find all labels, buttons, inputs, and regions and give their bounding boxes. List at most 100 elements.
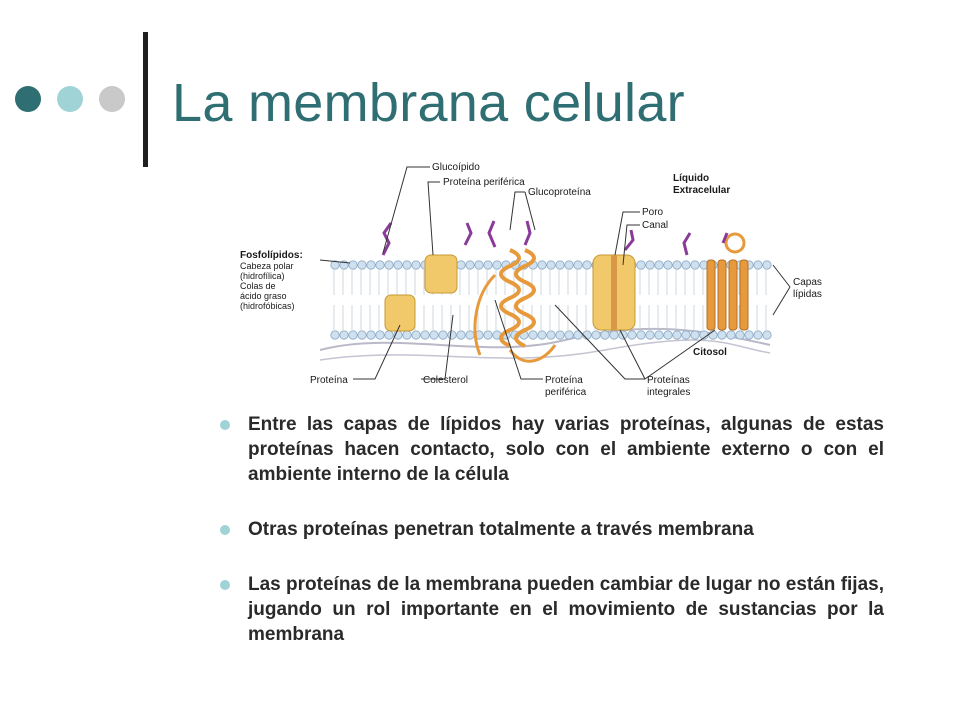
phospholipid-head (555, 330, 565, 340)
label-proteinas-integrales-2: integrales (647, 387, 690, 398)
phospholipid-head (528, 330, 538, 340)
phospholipid-head (537, 260, 547, 270)
phospholipid-head (672, 260, 682, 270)
phospholipid-head (402, 260, 412, 270)
phospholipid-head (564, 260, 574, 270)
protein-embedded-shape (384, 294, 416, 332)
label-glucolipido: Glucoípido (432, 162, 480, 173)
phospholipid-head (456, 330, 466, 340)
phospholipid-head (546, 260, 556, 270)
phospholipid-head (735, 330, 745, 340)
bullet-icon (220, 525, 230, 535)
label-extracelular: Extracelular (673, 185, 730, 196)
label-glucoproteina: Glucoproteína (528, 187, 591, 198)
phospholipid-head (744, 330, 754, 340)
label-fosfolipidos: Fosfolípidos: (240, 250, 303, 261)
phospholipid-head (636, 330, 646, 340)
phospholipid-head (690, 260, 700, 270)
phospholipid-head (357, 330, 367, 340)
phospholipid-head (573, 260, 583, 270)
phospholipid-head (330, 260, 340, 270)
label-proteinas-integrales-1: Proteínas (647, 375, 690, 386)
phospholipid-head (330, 330, 340, 340)
phospholipid-head (753, 260, 763, 270)
protein-peripheral-shape (424, 254, 458, 294)
phospholipid-head (411, 260, 421, 270)
bullet-item: Otras proteínas penetran totalmente a tr… (218, 517, 884, 542)
glycoprotein-coil (499, 248, 521, 348)
bullet-icon (220, 420, 230, 430)
phospholipid-head (357, 260, 367, 270)
slide-title: La membrana celular (172, 73, 685, 133)
phospholipid-head (555, 260, 565, 270)
phospholipid-head (564, 330, 574, 340)
phospholipid-head (483, 330, 493, 340)
phospholipid-head (546, 330, 556, 340)
phospholipid-head (582, 260, 592, 270)
phospholipid-head (402, 330, 412, 340)
phospholipid-head (339, 330, 349, 340)
phospholipid-head (591, 330, 601, 340)
phospholipid-head (627, 330, 637, 340)
phospholipid-head (708, 330, 718, 340)
dot-mid (57, 86, 83, 112)
label-acido-graso: ácido graso (240, 291, 287, 301)
phospholipid-head (681, 260, 691, 270)
phospholipid-head (645, 260, 655, 270)
label-colesterol: Colesterol (423, 375, 468, 386)
bullet-text: Otras proteínas penetran totalmente a tr… (248, 519, 754, 540)
phospholipid-head (384, 260, 394, 270)
label-liquido: Líquido (673, 173, 709, 184)
label-hidrofobicas: (hidrofóbicas) (240, 301, 295, 311)
phospholipid-head (465, 330, 475, 340)
phospholipid-head (447, 330, 457, 340)
phospholipid-head (573, 330, 583, 340)
label-proteina-periferica-bottom-1: Proteína (545, 375, 583, 386)
phospholipid-head (420, 330, 430, 340)
phospholipid-head (663, 330, 673, 340)
phospholipid-head (375, 330, 385, 340)
bullet-text: Las proteínas de la membrana pueden camb… (248, 574, 884, 645)
label-hidrofilica: (hidrofílica) (240, 271, 285, 281)
bullet-icon (220, 580, 230, 590)
phospholipid-head (366, 330, 376, 340)
phospholipid-head (663, 260, 673, 270)
phospholipid-head (600, 330, 610, 340)
phospholipid-head (726, 330, 736, 340)
label-citosol: Citosol (693, 347, 727, 358)
label-proteina: Proteína (310, 375, 348, 386)
phospholipid-heads-top (330, 260, 772, 270)
bullet-item: Entre las capas de lípidos hay varias pr… (218, 412, 884, 487)
phospholipid-head (465, 260, 475, 270)
bullet-item: Las proteínas de la membrana pueden camb… (218, 572, 884, 647)
membrane-structure (319, 220, 772, 363)
phospholipid-head (492, 260, 502, 270)
phospholipid-head (366, 260, 376, 270)
phospholipid-head (636, 260, 646, 270)
phospholipid-head (483, 260, 493, 270)
bullet-text: Entre las capas de lípidos hay varias pr… (248, 414, 884, 485)
membrane-diagram: Glucoípido Proteína periférica Glucoprot… (240, 162, 822, 398)
pointer-lines (319, 166, 791, 380)
decorative-dots (0, 0, 140, 200)
label-poro: Poro (642, 207, 664, 218)
label-cabeza-polar: Cabeza polar (240, 261, 294, 271)
phospholipid-head (672, 330, 682, 340)
phospholipid-head (411, 330, 421, 340)
dot-dark (15, 86, 41, 112)
phospholipid-head (609, 330, 619, 340)
phospholipid-head (429, 330, 439, 340)
label-lipidas: lípidas (793, 289, 822, 300)
phospholipid-head (654, 330, 664, 340)
phospholipid-head (348, 330, 358, 340)
phospholipid-head (753, 330, 763, 340)
label-proteina-periferica-top: Proteína periférica (443, 177, 525, 188)
integral-protein-rods (706, 259, 749, 331)
phospholipid-head (645, 330, 655, 340)
phospholipid-head (438, 330, 448, 340)
phospholipid-head (762, 330, 772, 340)
phospholipid-head (348, 260, 358, 270)
bullet-list: Entre las capas de lípidos hay varias pr… (218, 412, 884, 677)
phospholipid-head (456, 260, 466, 270)
phospholipid-head (537, 330, 547, 340)
